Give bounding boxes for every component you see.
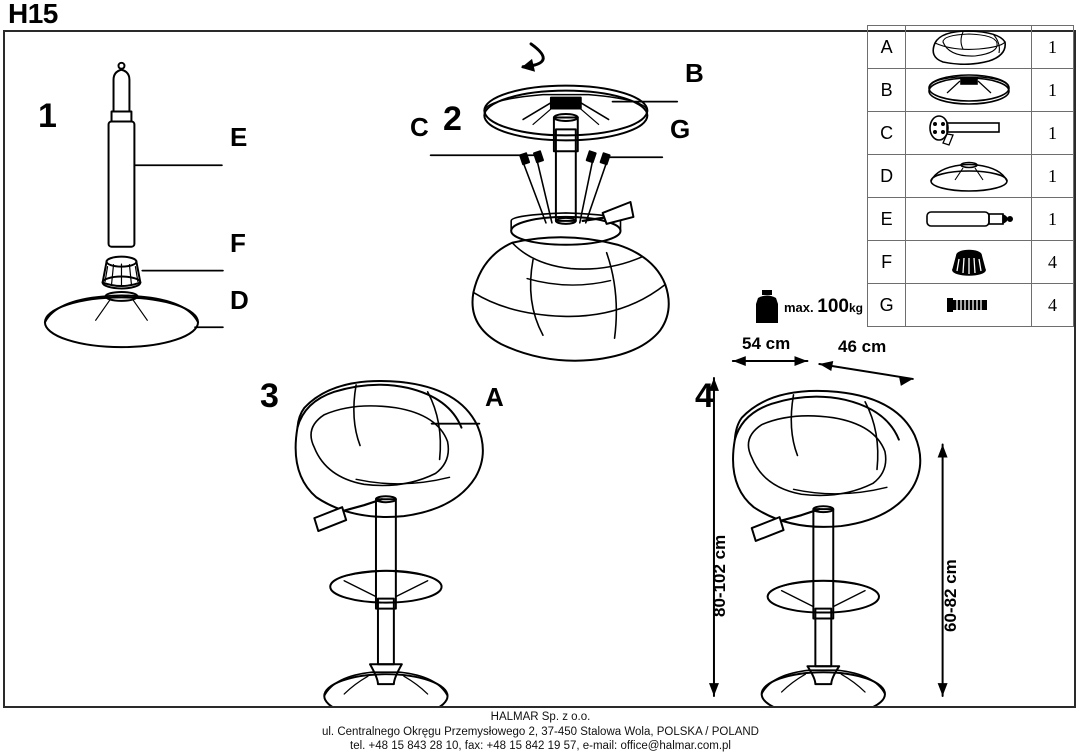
parts-table: A 1 B	[866, 25, 1075, 327]
table-row: E 1	[866, 197, 1075, 241]
part-letter-e: E	[866, 197, 907, 241]
page-title: H15	[8, 0, 58, 29]
table-row: A 1	[866, 25, 1075, 69]
max-load-text: max. 100kg	[784, 296, 863, 318]
part-letter-g: G	[866, 283, 907, 327]
part-qty-a: 1	[1030, 25, 1075, 69]
assembly-drawings	[43, 42, 948, 706]
callout-label-b: B	[685, 58, 704, 88]
part-letter-d: D	[866, 154, 907, 198]
part-letter-c: C	[866, 111, 907, 155]
step2-drawing	[429, 42, 679, 362]
callout-label-d: D	[230, 285, 249, 315]
table-row: G 4	[866, 283, 1075, 327]
part-e-gas-cylinder	[107, 61, 136, 248]
part-qty-f: 4	[1030, 240, 1075, 284]
part-f-cone-ring	[101, 255, 142, 290]
part-qty-e: 1	[1030, 197, 1075, 241]
step3-drawing	[294, 380, 484, 706]
part-letter-a: A	[866, 25, 907, 69]
cone-ring-icon	[905, 240, 1032, 284]
part-qty-b: 1	[1030, 68, 1075, 112]
step4-drawing	[708, 356, 948, 706]
part-d-base-disc	[43, 290, 200, 349]
part-letter-b: B	[866, 68, 907, 112]
step-number-4: 4	[695, 377, 714, 415]
max-load-unit: kg	[848, 301, 863, 315]
step1-drawing	[43, 61, 224, 349]
callout-label-a: A	[485, 382, 504, 412]
table-row: C 1	[866, 111, 1075, 155]
part-qty-g: 4	[1030, 283, 1075, 327]
lever-shaft-icon	[905, 111, 1032, 155]
table-row: F 4	[866, 240, 1075, 284]
callout-label-g: G	[670, 114, 691, 144]
footer: HALMAR Sp. z o.o. ul. Centralnego Okręgu…	[0, 710, 1081, 754]
part-b-mechanism-plate	[483, 84, 649, 142]
seat-inverted	[471, 236, 670, 362]
part-g-screws	[519, 150, 611, 224]
seat-shell-icon	[905, 25, 1032, 69]
dimension-arrows	[708, 356, 948, 698]
height-lever	[581, 200, 635, 225]
callout-label-c: C	[410, 112, 429, 142]
step-number-1: 1	[38, 97, 57, 135]
max-load-value: 100	[817, 296, 849, 317]
dimension-width-label: 54 cm	[742, 334, 791, 353]
dimension-total-height-label: 80-102 cm	[710, 534, 729, 617]
dim-46-line	[818, 363, 914, 380]
part-letter-f: F	[866, 240, 907, 284]
mechanism-plate-icon	[905, 68, 1032, 112]
footer-company: HALMAR Sp. z o.o.	[490, 711, 591, 723]
callout-label-e: E	[230, 122, 248, 152]
base-disc-icon	[905, 154, 1032, 198]
part-c-column	[552, 113, 579, 225]
callout-label-f: F	[230, 228, 246, 258]
table-row: B 1	[866, 68, 1075, 112]
screw-icon	[905, 283, 1032, 327]
assembled-stool-4	[732, 389, 922, 706]
assembled-stool-3	[294, 380, 484, 706]
part-qty-c: 1	[1030, 111, 1075, 155]
rotation-arrow	[521, 42, 545, 72]
dimension-seat-height-label: 60-82 cm	[941, 559, 960, 632]
part-qty-d: 1	[1030, 154, 1075, 198]
dimension-depth-label: 46 cm	[838, 337, 887, 356]
max-load-prefix: max.	[784, 300, 814, 315]
step-number-2: 2	[443, 100, 462, 138]
step-number-3: 3	[260, 377, 279, 415]
gas-cylinder-icon	[905, 197, 1032, 241]
max-load-badge: max. 100kg	[755, 290, 863, 324]
table-row: D 1	[866, 154, 1075, 198]
footer-contact: tel. +48 15 843 28 10, fax: +48 15 842 1…	[350, 740, 731, 752]
weight-icon	[756, 290, 778, 323]
footer-address: ul. Centralnego Okręgu Przemysłowego 2, …	[321, 725, 759, 738]
